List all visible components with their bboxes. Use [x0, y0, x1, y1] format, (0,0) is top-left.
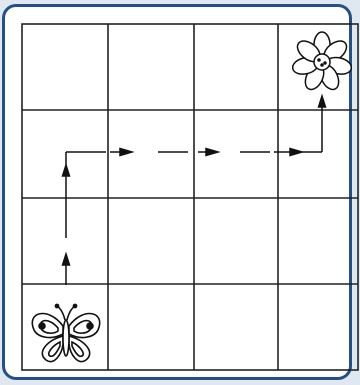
- arrow-up-icon: [63, 165, 70, 176]
- flower-icon: [291, 32, 353, 92]
- arrow-up-icon: [319, 96, 326, 107]
- arrow-right-icon: [206, 149, 218, 156]
- arrow-right-icon: [120, 149, 132, 156]
- arrow-up-icon: [63, 254, 70, 265]
- butterfly-icon: [32, 304, 99, 361]
- arrow-right-icon: [290, 149, 302, 156]
